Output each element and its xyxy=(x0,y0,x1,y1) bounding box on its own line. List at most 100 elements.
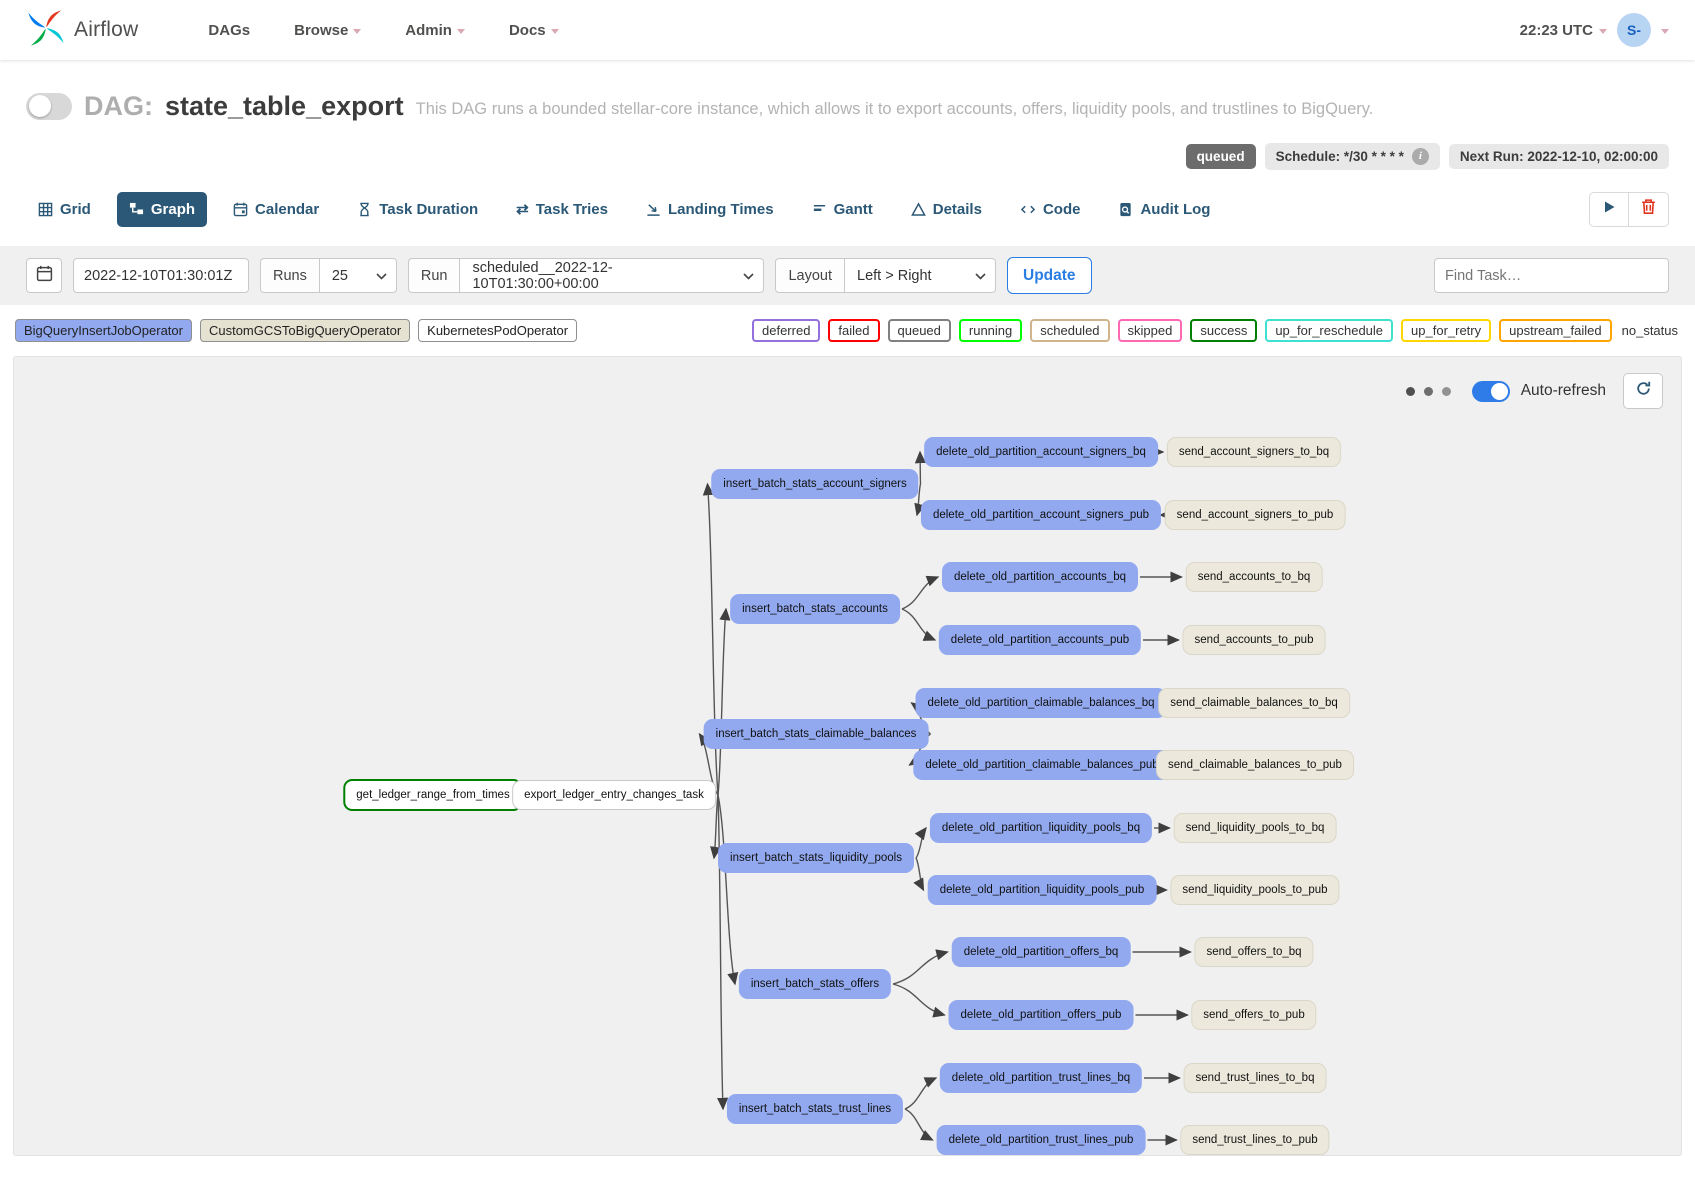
task-node-send_liquidity_pools_to_bq[interactable]: send_liquidity_pools_to_bq xyxy=(1173,813,1337,843)
tab-label: Calendar xyxy=(255,200,320,218)
tab-code[interactable]: Code xyxy=(1008,192,1093,227)
airflow-brand[interactable]: Airflow xyxy=(26,8,138,53)
delete-dag-button[interactable] xyxy=(1629,191,1669,227)
tab-label: Landing Times xyxy=(668,200,774,218)
edge-export_ledger_entry_changes_task-to-insert_batch_stats_account_signers xyxy=(702,482,719,796)
nav-item-browse[interactable]: Browse xyxy=(294,22,362,39)
task-node-send_trust_lines_to_bq[interactable]: send_trust_lines_to_bq xyxy=(1183,1063,1327,1093)
chevron-down-icon xyxy=(376,268,387,284)
tab-grid[interactable]: Grid xyxy=(26,192,103,227)
edge-insert_batch_stats_offers-to-delete_old_partition_offers_bq xyxy=(892,949,949,985)
calendar-picker-button[interactable] xyxy=(26,258,62,293)
task-node-send_account_signers_to_bq[interactable]: send_account_signers_to_bq xyxy=(1166,437,1342,467)
edge-insert_batch_stats_claimable_balances-to-delete_old_partition_claimable_balances_bq xyxy=(910,702,931,735)
trigger-dag-button[interactable] xyxy=(1589,191,1629,227)
task-node-insert_batch_stats_claimable_balances[interactable]: insert_batch_stats_claimable_balances xyxy=(703,719,929,749)
task-node-send_account_signers_to_pub[interactable]: send_account_signers_to_pub xyxy=(1164,500,1346,530)
task-node-delete_old_partition_claimable_balances_pub[interactable]: delete_old_partition_claimable_balances_… xyxy=(913,750,1171,780)
tab-gantt[interactable]: Gantt xyxy=(800,192,885,227)
status-badge-scheduled[interactable]: scheduled xyxy=(1030,319,1110,342)
run-value: scheduled__2022-12-10T01:30:00+00:00 xyxy=(472,259,613,292)
operator-badge-BigQueryInsertJobOperator[interactable]: BigQueryInsertJobOperator xyxy=(15,319,192,342)
task-node-get_ledger_range_from_times[interactable]: get_ledger_range_from_times xyxy=(343,779,523,811)
status-badge-skipped[interactable]: skipped xyxy=(1117,319,1183,342)
edge-insert_batch_stats_offers-to-delete_old_partition_offers_pub xyxy=(892,983,946,1018)
task-node-insert_batch_stats_account_signers[interactable]: insert_batch_stats_account_signers xyxy=(711,469,919,499)
layout-select[interactable]: Left > Right xyxy=(844,258,997,293)
tab-label: Details xyxy=(932,200,982,218)
status-badge-failed[interactable]: failed xyxy=(828,319,880,342)
task-node-delete_old_partition_account_signers_pub[interactable]: delete_old_partition_account_signers_pub xyxy=(920,500,1162,530)
tab-graph[interactable]: Graph xyxy=(116,191,208,227)
task-node-send_accounts_to_bq[interactable]: send_accounts_to_bq xyxy=(1185,562,1323,592)
tab-label: Gantt xyxy=(833,200,873,218)
operator-badge-CustomGCSToBigQueryOperator[interactable]: CustomGCSToBigQueryOperator xyxy=(199,319,411,342)
task-node-insert_batch_stats_offers[interactable]: insert_batch_stats_offers xyxy=(738,969,892,999)
status-badge-upstream_failed[interactable]: upstream_failed xyxy=(1499,319,1612,342)
task-node-send_claimable_balances_to_pub[interactable]: send_claimable_balances_to_pub xyxy=(1156,750,1354,780)
legend-row: BigQueryInsertJobOperator CustomGCSToBigQ… xyxy=(13,319,1682,342)
graph-canvas[interactable]: Auto-refresh get_ledger_range_from_times… xyxy=(13,356,1682,1156)
auto-refresh-toggle[interactable] xyxy=(1471,380,1510,402)
task-node-export_ledger_entry_changes_task[interactable]: export_ledger_entry_changes_task xyxy=(512,780,716,810)
task-node-send_offers_to_bq[interactable]: send_offers_to_bq xyxy=(1194,937,1314,967)
update-button[interactable]: Update xyxy=(1007,257,1092,294)
operator-badge-KubernetesPodOperator[interactable]: KubernetesPodOperator xyxy=(418,319,578,342)
runs-select[interactable]: 25 xyxy=(318,258,397,293)
tab-task-duration[interactable]: Task Duration xyxy=(345,192,490,227)
status-badge-up_for_retry[interactable]: up_for_retry xyxy=(1401,319,1492,342)
task-node-send_trust_lines_to_pub[interactable]: send_trust_lines_to_pub xyxy=(1180,1125,1330,1155)
info-icon[interactable]: i xyxy=(1411,147,1429,165)
task-node-delete_old_partition_accounts_bq[interactable]: delete_old_partition_accounts_bq xyxy=(942,562,1138,592)
task-node-send_accounts_to_pub[interactable]: send_accounts_to_pub xyxy=(1182,625,1326,655)
find-task-input[interactable] xyxy=(1434,258,1669,293)
status-badge-running[interactable]: running xyxy=(958,319,1023,342)
audit-log-icon xyxy=(1118,202,1133,217)
status-badge-no_status: no_status xyxy=(1621,323,1678,338)
nav-item-dags[interactable]: DAGs xyxy=(208,22,250,39)
task-node-delete_old_partition_claimable_balances_bq[interactable]: delete_old_partition_claimable_balances_… xyxy=(915,688,1167,718)
nav-item-admin[interactable]: Admin xyxy=(405,22,465,39)
nav-item-label: DAGs xyxy=(208,21,251,39)
nav-item-docs[interactable]: Docs xyxy=(509,22,559,39)
task-node-delete_old_partition_trust_lines_pub[interactable]: delete_old_partition_trust_lines_pub xyxy=(936,1125,1146,1155)
tab-details[interactable]: Details xyxy=(899,192,994,227)
avatar[interactable]: S- xyxy=(1617,13,1651,47)
task-node-insert_batch_stats_accounts[interactable]: insert_batch_stats_accounts xyxy=(730,594,900,624)
task-node-delete_old_partition_liquidity_pools_pub[interactable]: delete_old_partition_liquidity_pools_pub xyxy=(927,875,1157,905)
task-node-delete_old_partition_account_signers_bq[interactable]: delete_old_partition_account_signers_bq xyxy=(924,437,1158,467)
task-node-insert_batch_stats_liquidity_pools[interactable]: insert_batch_stats_liquidity_pools xyxy=(718,843,914,873)
status-badge-up_for_reschedule[interactable]: up_for_reschedule xyxy=(1265,319,1394,342)
task-node-insert_batch_stats_trust_lines[interactable]: insert_batch_stats_trust_lines xyxy=(726,1094,904,1124)
task-node-delete_old_partition_trust_lines_bq[interactable]: delete_old_partition_trust_lines_bq xyxy=(939,1063,1143,1093)
task-node-delete_old_partition_offers_pub[interactable]: delete_old_partition_offers_pub xyxy=(948,1000,1134,1030)
tab-task-tries[interactable]: ⇄ Task Tries xyxy=(504,192,620,227)
chevron-down-icon xyxy=(353,28,362,34)
refresh-button[interactable] xyxy=(1623,373,1663,409)
task-node-send_offers_to_pub[interactable]: send_offers_to_pub xyxy=(1191,1000,1317,1030)
task-node-send_claimable_balances_to_bq[interactable]: send_claimable_balances_to_bq xyxy=(1158,688,1350,718)
play-icon xyxy=(1601,199,1617,220)
tab-audit-log[interactable]: Audit Log xyxy=(1106,192,1222,227)
run-select[interactable]: scheduled__2022-12-10T01:30:00+00:00 xyxy=(459,258,765,293)
edge-insert_batch_stats_accounts-to-delete_old_partition_accounts_bq xyxy=(901,575,940,610)
dag-pause-toggle[interactable] xyxy=(26,92,72,120)
operator-legend: BigQueryInsertJobOperator CustomGCSToBigQ… xyxy=(15,319,578,342)
task-node-delete_old_partition_liquidity_pools_bq[interactable]: delete_old_partition_liquidity_pools_bq xyxy=(929,813,1153,843)
task-node-delete_old_partition_offers_bq[interactable]: delete_old_partition_offers_bq xyxy=(951,937,1131,967)
tab-label: Audit Log xyxy=(1140,200,1211,218)
task-node-delete_old_partition_accounts_pub[interactable]: delete_old_partition_accounts_pub xyxy=(938,625,1142,655)
layout-label: Layout xyxy=(775,258,845,293)
status-badge-queued[interactable]: queued xyxy=(887,319,951,342)
edge-export_ledger_entry_changes_task-to-insert_batch_stats_trust_lines xyxy=(716,794,729,1111)
timezone-selector[interactable]: 22:23 UTC xyxy=(1520,22,1607,39)
tab-calendar[interactable]: Calendar xyxy=(221,192,331,227)
tab-landing-times[interactable]: Landing Times xyxy=(634,192,786,227)
base-date-input[interactable] xyxy=(73,258,249,293)
status-badge-deferred[interactable]: deferred xyxy=(752,319,821,342)
status-badge-success[interactable]: success xyxy=(1190,319,1258,342)
chevron-down-icon[interactable] xyxy=(1661,28,1669,34)
runs-value: 25 xyxy=(331,267,348,284)
task-node-send_liquidity_pools_to_pub[interactable]: send_liquidity_pools_to_pub xyxy=(1170,875,1340,905)
schedule-badge: Schedule: */30 * * * * i xyxy=(1264,142,1440,170)
